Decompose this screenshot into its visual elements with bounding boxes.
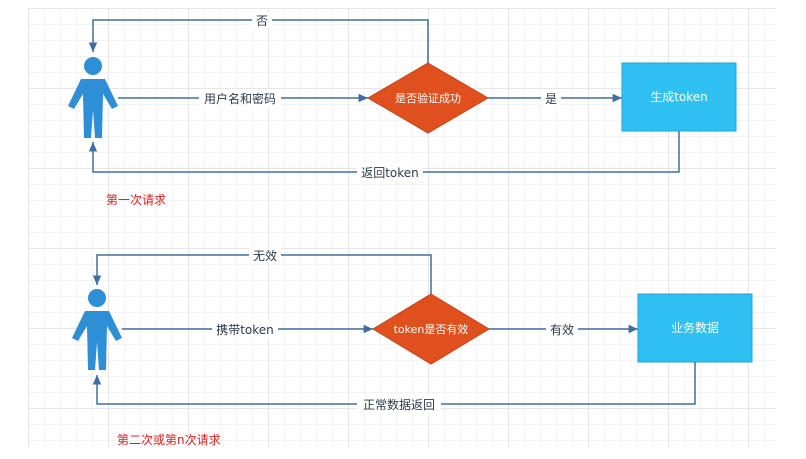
edge-invalid: 无效 (92, 247, 432, 294)
edge-invalid-label: 无效 (253, 248, 277, 263)
edge-carry-token-label: 携带token (216, 322, 274, 337)
flow-1: 用户名和密码 否 是否验证成功 是 生成token 返回token (68, 12, 737, 207)
flow-1-note: 第一次请求 (106, 193, 166, 207)
user-person-icon[interactable] (72, 287, 122, 370)
process-box-2[interactable]: 业务数据 (637, 293, 753, 363)
decision-1-label: 是否验证成功 (395, 91, 461, 105)
edge-return-token-label: 返回token (361, 166, 419, 180)
process-2-label: 业务数据 (671, 320, 719, 335)
decision-diamond-1[interactable]: 是否验证成功 (367, 62, 489, 134)
decision-diamond-2[interactable]: token是否有效 (372, 293, 490, 365)
edge-credentials: 用户名和密码 (118, 89, 368, 107)
edge-normal-return: 正常数据返回 (92, 362, 696, 413)
edge-yes-label: 是 (545, 92, 557, 106)
edge-no: 否 (88, 12, 429, 63)
edge-credentials-label: 用户名和密码 (204, 91, 276, 106)
edge-normal-return-label: 正常数据返回 (363, 397, 435, 412)
edge-carry-token: 携带token (122, 320, 373, 338)
edge-return-token: 返回token (88, 131, 680, 181)
process-1-label: 生成token (650, 90, 708, 104)
user-person-icon[interactable] (68, 55, 118, 138)
flow-2: 携带token 无效 token是否有效 有效 业务数据 正常数据返 (72, 247, 753, 447)
process-box-1[interactable]: 生成token (621, 62, 737, 132)
flow-2-note: 第二次或第n次请求 (117, 433, 221, 447)
edge-yes: 是 (488, 89, 622, 107)
edge-no-label: 否 (256, 14, 268, 28)
edge-valid-label: 有效 (550, 322, 574, 337)
edge-valid: 有效 (489, 320, 638, 338)
decision-2-label: token是否有效 (394, 322, 469, 336)
